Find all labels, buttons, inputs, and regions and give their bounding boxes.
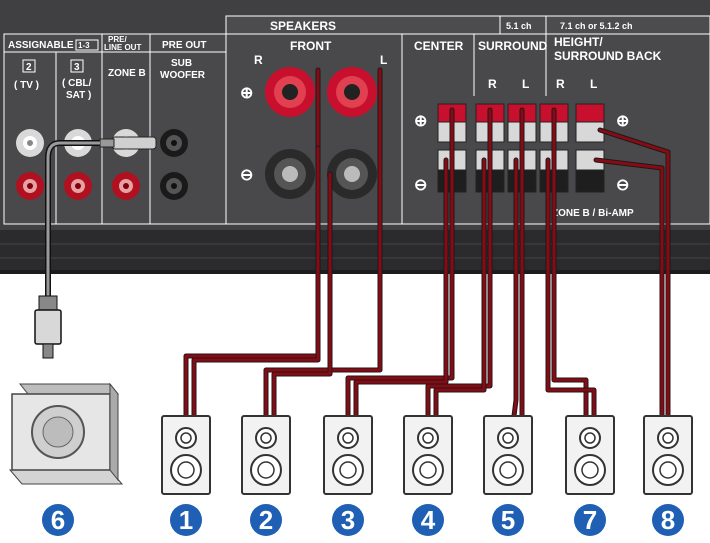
speaker-icon-1 <box>161 415 211 495</box>
terminal-minus-icon: ⊖ <box>414 177 427 194</box>
input2-name: ( TV ) <box>14 80 39 91</box>
input3-number: 3 <box>74 62 80 73</box>
badge-number: 4 <box>421 505 436 535</box>
badge-number: 2 <box>259 505 273 535</box>
height-r-label: R <box>556 77 565 91</box>
input2-number: 2 <box>26 62 32 73</box>
front-l-minus-terminal <box>327 149 377 199</box>
assignable-range: 1-3 <box>78 41 90 50</box>
rca-jack-input3-r <box>64 172 92 200</box>
speaker-cable-6 <box>545 107 597 419</box>
badge-number: 5 <box>501 505 515 535</box>
front-plus-icon: ⊕ <box>240 85 253 102</box>
front-minus-icon: ⊖ <box>240 167 253 184</box>
rca-jack-zone-b-r <box>112 172 140 200</box>
speaker-number-badge-8: 8 <box>652 504 684 536</box>
speaker-cable-4 <box>425 107 493 419</box>
height-l-label: L <box>590 77 597 91</box>
speaker-number-badge-1: 1 <box>170 504 202 536</box>
zone-bi-amp-label: ZONE B / Bi-AMP <box>552 208 634 219</box>
sub-label-line1: SUB <box>171 58 192 69</box>
zone-b-label: ZONE B <box>108 68 146 79</box>
input3-name-line1: ( CBL/ <box>62 78 92 89</box>
speaker-number-badge-5: 5 <box>492 504 524 536</box>
ch71-label: 7.1 ch or 5.1.2 ch <box>560 21 633 31</box>
center-label: CENTER <box>414 39 464 53</box>
pre-out-label: PRE OUT <box>162 40 206 51</box>
speaker-number-badge-4: 4 <box>412 504 444 536</box>
front-r-label: R <box>254 53 263 67</box>
speaker-number-badge-6: 6 <box>42 504 74 536</box>
speaker-icon-7 <box>643 415 693 495</box>
badge-number: 1 <box>179 505 193 535</box>
badge-number: 7 <box>583 505 597 535</box>
pre-line-out-label-2: LINE OUT <box>104 43 141 52</box>
front-r-plus-terminal <box>265 67 315 117</box>
rca-jack-input2-r <box>16 172 44 200</box>
speaker-number-badge-3: 3 <box>332 504 364 536</box>
speaker-cable-7 <box>593 127 671 419</box>
speaker-row <box>161 415 693 495</box>
rca-jack-input2-l <box>16 129 44 157</box>
speaker-cable-2 <box>263 67 383 419</box>
input-section: ASSIGNABLE 1-3 PRE/ LINE OUT PRE OUT 2 (… <box>3 33 227 225</box>
speaker-number-badge-7: 7 <box>574 504 606 536</box>
speaker-icon-3 <box>323 415 373 495</box>
speaker-icon-6 <box>565 415 615 495</box>
surround-label: SURROUND <box>478 39 548 53</box>
badge-number: 8 <box>661 505 675 535</box>
terminal-plus-icon-right: ⊕ <box>616 113 629 130</box>
surround-l-label: L <box>522 77 529 91</box>
speaker-number-badges: 6 1 2 3 4 5 7 8 <box>42 504 684 536</box>
front-label: FRONT <box>290 39 332 53</box>
speaker-cables <box>183 67 671 419</box>
assignable-label: ASSIGNABLE <box>8 40 74 51</box>
front-section: FRONT R L ⊕ ⊖ <box>225 33 403 225</box>
height-label-line1: HEIGHT/ <box>554 35 603 49</box>
front-l-label: L <box>380 53 387 67</box>
subwoofer-cable <box>34 140 100 359</box>
terminal-minus-icon-right: ⊖ <box>616 177 629 194</box>
speaker-cable-1 <box>183 67 321 419</box>
speaker-icon-5 <box>483 415 533 495</box>
speaker-icon-2 <box>241 415 291 495</box>
surround-r-label: R <box>488 77 497 91</box>
height-label-line2: SURROUND BACK <box>554 49 662 63</box>
input3-name-line2: SAT ) <box>66 90 91 101</box>
speaker-cable-5 <box>511 107 525 419</box>
speaker-number-badge-2: 2 <box>250 504 282 536</box>
speakers-header-label: SPEAKERS <box>270 19 336 33</box>
ch51-label: 5.1 ch <box>506 21 532 31</box>
badge-number: 6 <box>51 505 65 535</box>
rca-plug <box>111 136 157 150</box>
front-r-minus-terminal <box>265 149 315 199</box>
terminal-plus-icon: ⊕ <box>414 113 427 130</box>
rca-jack-subwoofer <box>160 129 188 157</box>
push-terminal-5 <box>575 103 605 193</box>
rca-jack-subwoofer-2 <box>160 172 188 200</box>
badge-number: 3 <box>341 505 355 535</box>
speaker-icon-4 <box>403 415 453 495</box>
speakers-header: SPEAKERS 5.1 ch 7.1 ch or 5.1.2 ch <box>225 15 710 35</box>
subwoofer-icon <box>8 382 124 485</box>
front-l-plus-terminal <box>327 67 377 117</box>
sub-label-line2: WOOFER <box>160 70 206 81</box>
speaker-cable-3 <box>345 107 455 419</box>
pre-line-out-label-1: PRE/ <box>108 35 127 44</box>
